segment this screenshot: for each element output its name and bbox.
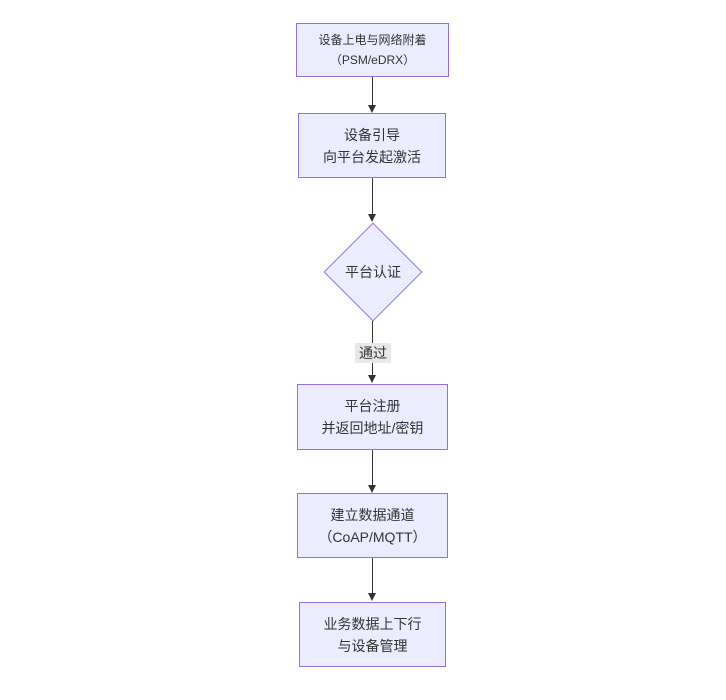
arrow-line-5 xyxy=(372,558,373,593)
decision-platform-auth-label: 平台认证 xyxy=(345,264,401,280)
node-power-attach-line2: （PSM/eDRX） xyxy=(329,53,416,67)
node-bootstrap-line1: 设备引导 xyxy=(344,126,400,143)
arrowhead-3 xyxy=(368,375,376,383)
node-data-channel-line1: 建立数据通道 xyxy=(330,506,415,523)
node-power-attach-line1: 设备上电与网络附着 xyxy=(318,33,427,47)
arrowhead-1 xyxy=(368,105,376,113)
node-register-line2: 并返回地址/密钥 xyxy=(321,420,424,436)
node-power-attach: 设备上电与网络附着 （PSM/eDRX） xyxy=(296,23,449,77)
node-business-line1: 业务数据上下行 xyxy=(323,615,422,632)
arrowhead-2 xyxy=(368,214,376,222)
node-business: 业务数据上下行 与设备管理 xyxy=(299,602,446,667)
node-bootstrap-line2: 向平台发起激活 xyxy=(323,148,421,165)
arrowhead-4 xyxy=(368,485,376,493)
arrowhead-5 xyxy=(368,593,376,601)
arrow-line-4 xyxy=(372,450,373,485)
arrow-line-2 xyxy=(372,178,373,214)
node-bootstrap: 设备引导 向平台发起激活 xyxy=(298,113,446,178)
node-business-line2: 与设备管理 xyxy=(337,637,408,654)
node-data-channel-line2: （CoAP/MQTT） xyxy=(318,528,427,545)
arrow-line-1 xyxy=(372,77,373,105)
node-register: 平台注册 并返回地址/密钥 xyxy=(297,384,448,450)
node-data-channel: 建立数据通道 （CoAP/MQTT） xyxy=(297,493,448,558)
edge-label-pass: 通过 xyxy=(355,343,391,363)
node-register-line1: 平台注册 xyxy=(344,398,401,414)
